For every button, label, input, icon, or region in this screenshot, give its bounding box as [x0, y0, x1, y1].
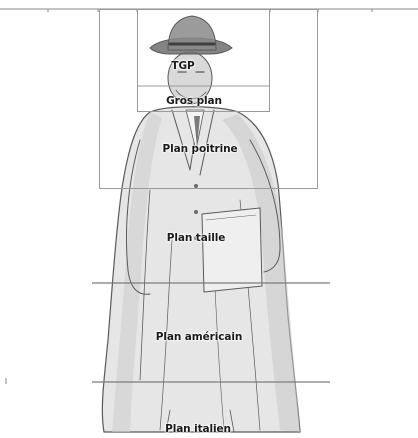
- label-gros-plan: Gros plan: [166, 95, 222, 107]
- label-plan-italien: Plan italien: [165, 423, 231, 435]
- label-plan-taille: Plan taille: [167, 232, 225, 244]
- label-plan-americain: Plan américain: [156, 331, 242, 343]
- label-plan-poitrine: Plan poitrine: [163, 143, 238, 155]
- folder: [202, 208, 262, 292]
- label-tgp: TGP: [171, 60, 194, 72]
- man-figure-sketch: [102, 16, 300, 432]
